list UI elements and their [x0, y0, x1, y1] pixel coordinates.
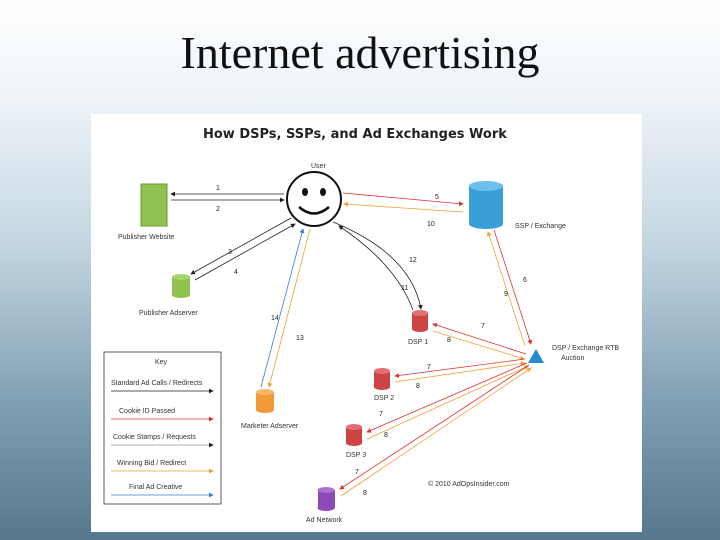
dsp1-label: DSP 1 [408, 339, 428, 346]
arrow-step-14 [260, 228, 305, 388]
dsp-auction-label-line2: Auction [561, 355, 584, 362]
diagram-panel: How DSPs, SSPs, and Ad Exchanges Work Us… [91, 114, 642, 532]
user-label: User [311, 163, 326, 170]
dsp1-icon [412, 310, 428, 332]
arrow-step-13 [267, 228, 311, 388]
key-legend: Key Standard Ad Calls / Redirects Cookie… [103, 351, 222, 505]
auction-triangle-icon [528, 349, 544, 363]
step-3: 3 [228, 249, 232, 256]
key-label-3: Winning Bid / Redirect [117, 460, 186, 467]
dsp2-step-in: 7 [427, 364, 431, 371]
step-1: 1 [216, 185, 220, 192]
arrow-step-9 [486, 231, 526, 347]
net-step-out: 8 [363, 490, 367, 497]
arrow-dsp1-out [432, 330, 525, 361]
step-4: 4 [234, 269, 238, 276]
diagram-heading: How DSPs, SSPs, and Ad Exchanges Work [203, 127, 507, 142]
marketer-adserver-icon [256, 389, 274, 413]
user-face-icon [286, 171, 342, 227]
ad-network-label: Ad Network [306, 517, 343, 524]
step-5: 5 [435, 194, 439, 201]
dsp3-step-in: 7 [379, 411, 383, 418]
arrow-step-4 [194, 223, 296, 281]
ad-network-icon [317, 487, 335, 511]
publisher-website-icon [140, 183, 168, 227]
arrow-step-5 [342, 192, 464, 207]
publisher-adserver-icon [172, 274, 190, 298]
step-9: 9 [504, 291, 508, 298]
key-label-1: Cookie ID Passed [119, 408, 175, 415]
key-label-4: Final Ad Creative [129, 484, 182, 491]
arrow-step-11 [332, 221, 423, 310]
dsp1-step-out: 8 [447, 337, 451, 344]
step-14: 14 [271, 315, 279, 322]
arrow-step-10 [343, 201, 464, 213]
dsp2-icon [374, 368, 390, 390]
dsp1-step-in: 7 [481, 323, 485, 330]
arrow-dsp1-in [432, 322, 527, 355]
arrow-step-6 [493, 229, 533, 345]
slide-title: Internet advertising [180, 27, 540, 78]
dsp2-step-out: 8 [416, 383, 420, 390]
ssp-exchange-icon [469, 181, 503, 229]
step-10: 10 [427, 221, 435, 228]
ssp-exchange-label: SSP / Exchange [515, 223, 566, 230]
ad-flow-diagram: How DSPs, SSPs, and Ad Exchanges Work Us… [103, 127, 619, 524]
dsp3-label: DSP 3 [346, 452, 366, 459]
key-title: Key [155, 359, 168, 366]
dsp3-step-out: 8 [384, 432, 388, 439]
arrow-dsp2-in [394, 358, 526, 378]
key-label-0: Standard Ad Calls / Redirects [111, 380, 203, 387]
arrow-dsp3-in [366, 362, 528, 433]
arrow-net-in [339, 364, 530, 490]
arrow-dsp3-out [366, 365, 529, 440]
dsp-auction-label-line1: DSP / Exchange RTB [552, 345, 619, 352]
copyright-text: © 2010 AdOpsInsider.com [428, 480, 510, 488]
step-6: 6 [523, 277, 527, 284]
dsp3-icon [346, 424, 362, 446]
arrow-step-12 [338, 225, 414, 311]
publisher-adserver-label: Publisher Adserver [139, 310, 198, 317]
step-2: 2 [216, 206, 220, 213]
step-13: 13 [296, 335, 304, 342]
step-12: 12 [409, 257, 417, 264]
key-label-2: Cookie Stamps / Requests [113, 434, 196, 441]
arrow-step-3 [190, 217, 292, 275]
arrow-dsp2-out [394, 361, 526, 383]
publisher-website-label: Publisher Website [118, 234, 174, 241]
net-step-in: 7 [355, 469, 359, 476]
marketer-adserver-label: Marketer Adserver [241, 423, 299, 430]
step-11: 11 [401, 285, 408, 292]
dsp2-label: DSP 2 [374, 395, 394, 402]
arrow-net-out [340, 367, 532, 497]
